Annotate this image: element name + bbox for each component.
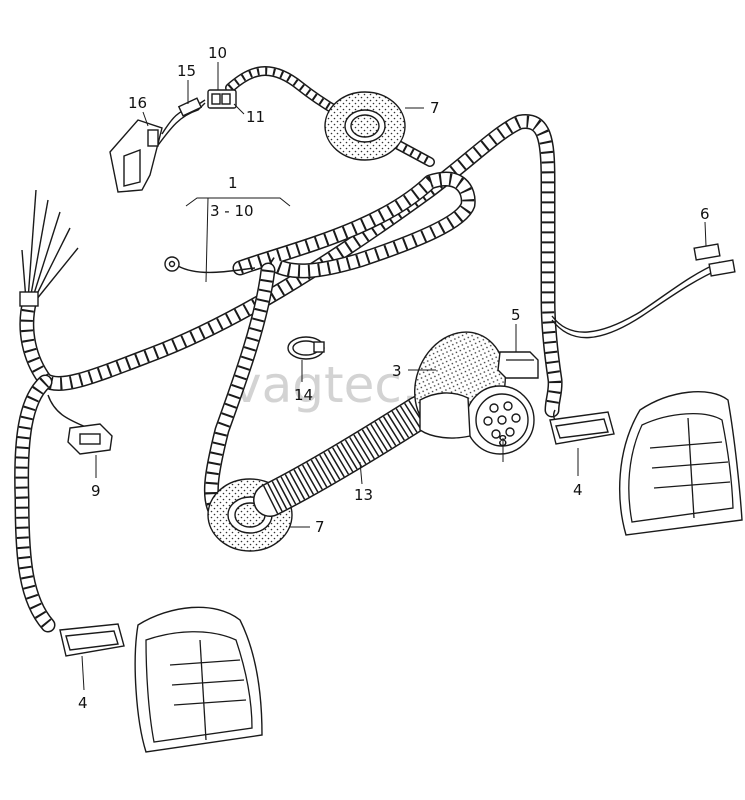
connector-part-9 <box>47 394 113 455</box>
ground-eyelet <box>164 256 256 274</box>
connector-part-6 <box>551 243 736 339</box>
round-connector-8 <box>419 385 535 455</box>
callout-8: 8 <box>498 432 508 450</box>
callout-11: 11 <box>246 108 265 126</box>
callout-1: 1 <box>228 174 238 192</box>
callout-7-top: 7 <box>430 99 440 117</box>
connector-part-4-left <box>59 623 125 657</box>
leader-lines <box>81 62 707 691</box>
callout-4-left: 4 <box>78 694 88 712</box>
callout-16: 16 <box>128 94 147 112</box>
tail-lamp-left <box>134 606 263 753</box>
part-16-bracket <box>109 119 163 193</box>
callout-6: 6 <box>700 205 710 223</box>
connector-part-4-right <box>549 409 615 445</box>
callout-15: 15 <box>177 62 196 80</box>
tail-lamp-right <box>619 391 743 536</box>
callout-14: 14 <box>294 386 313 404</box>
callout-5: 5 <box>511 306 521 324</box>
callout-7-bottom: 7 <box>315 518 325 536</box>
corrugated-tube <box>253 395 437 517</box>
grommet-top <box>324 91 406 161</box>
part-15-sleeve <box>177 97 203 117</box>
callout-10: 10 <box>208 44 227 62</box>
connector-part-5 <box>497 351 539 379</box>
hose-clamp-14 <box>287 336 325 360</box>
part-10-connector <box>207 89 237 109</box>
callout-4-right: 4 <box>573 481 583 499</box>
callout-9: 9 <box>91 482 101 500</box>
loose-wire-ends <box>19 189 79 307</box>
main-harness <box>14 114 563 633</box>
callout-1-range: 3 - 10 <box>210 202 254 220</box>
callout-3: 3 <box>392 362 402 380</box>
callout-13: 13 <box>354 486 373 504</box>
